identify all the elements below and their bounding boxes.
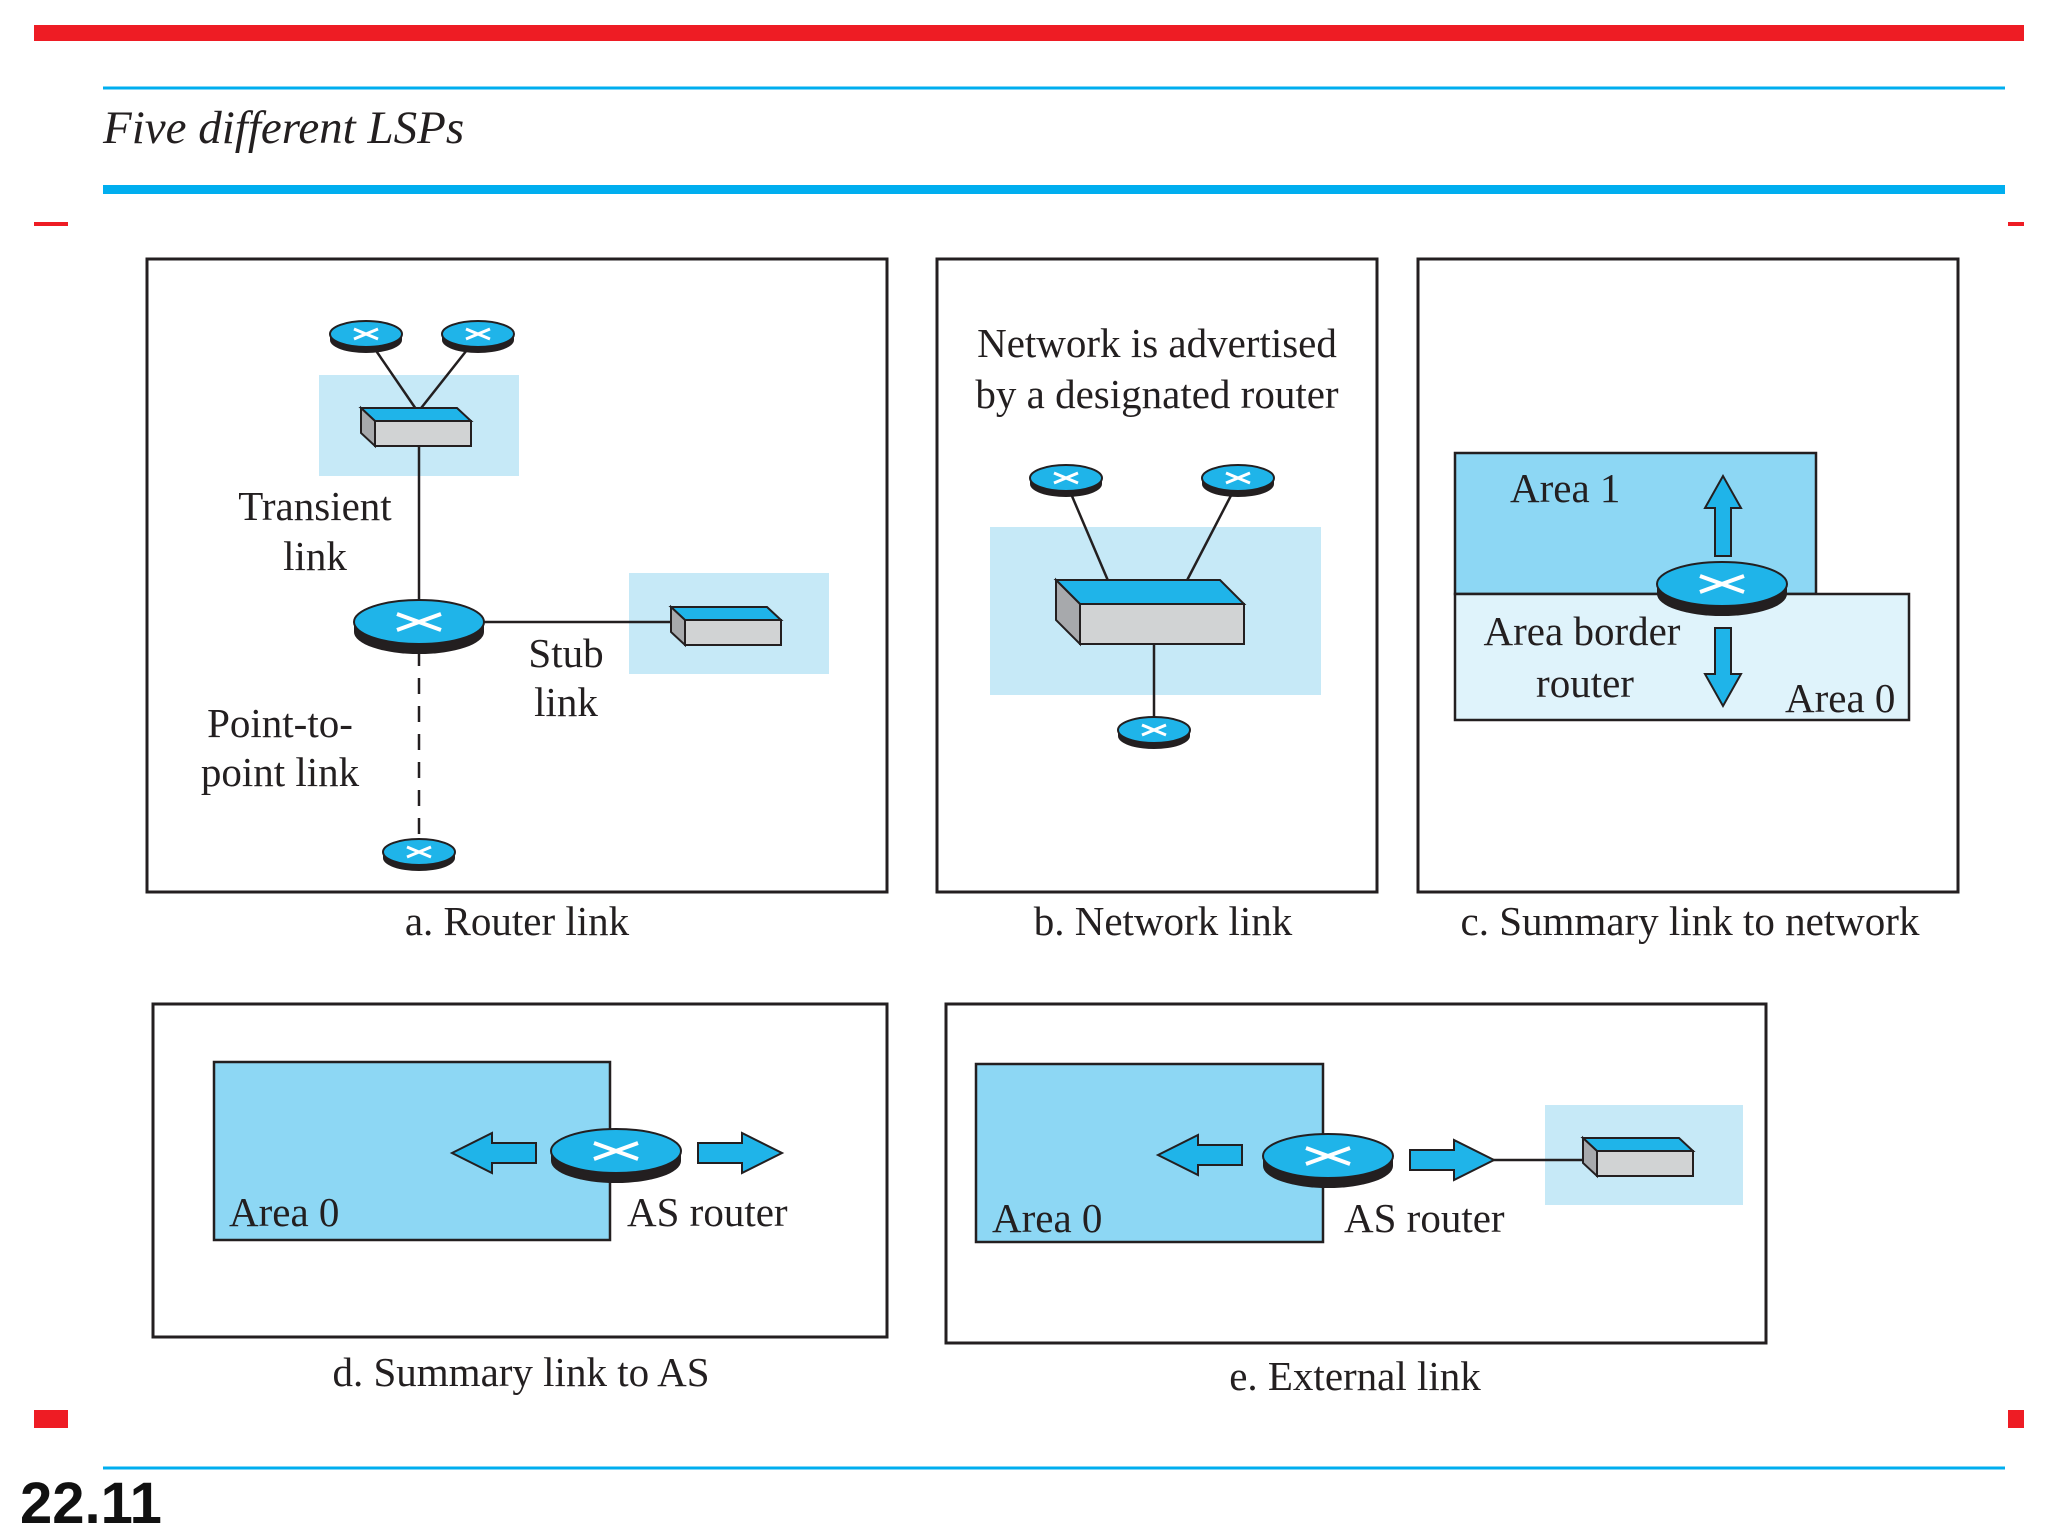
area-0-region [1453, 592, 1911, 722]
corner-mark-top-right [2008, 222, 2024, 226]
panel-router-link: Transient link Stub link Point-to- point… [145, 257, 889, 944]
up-arrow-icon [1703, 473, 1743, 557]
link-host-1 [1064, 481, 1114, 591]
as-router-label: AS router [627, 1189, 788, 1235]
panel-summary-link-as: Area 0 AS router d. Summary link to AS [151, 1002, 889, 1395]
area-0-label: Area 0 [1785, 675, 1895, 721]
stub-label: Stub [528, 630, 603, 676]
router-icon [1261, 1132, 1395, 1190]
area-border-router-label: Area border [1484, 608, 1681, 654]
panel-network-link: Network is advertised by a designated ro… [935, 257, 1379, 944]
title-rule-bottom [103, 185, 2005, 194]
area-0-region [212, 1060, 612, 1242]
panel-c-caption: c. Summary link to network [1461, 898, 1920, 944]
panel-summary-link-network: Area 1 Area border router Area 0 c. Summ… [1416, 257, 1960, 944]
left-arrow-icon [449, 1131, 537, 1175]
network-advertised-text: Network is advertised [977, 320, 1337, 366]
area-0-label: Area 0 [992, 1195, 1102, 1241]
right-arrow-icon [1409, 1138, 1497, 1182]
link-host-2 [1180, 481, 1240, 591]
corner-mark-top-left [34, 222, 68, 226]
host-icon [328, 319, 404, 355]
host-icon [1028, 463, 1104, 499]
top-red-bar [34, 25, 2024, 41]
corner-mark-bottom-left [34, 1410, 68, 1428]
network-advertised-text: by a designated router [975, 371, 1339, 417]
transient-label: link [283, 533, 347, 579]
host-icon [381, 837, 457, 873]
corner-mark-bottom-right [2008, 1410, 2024, 1428]
page-number: 22.11 [20, 1471, 162, 1536]
panel-e-frame [944, 1002, 1768, 1345]
slide-title: Five different LSPs [102, 102, 464, 154]
router-icon [549, 1127, 683, 1185]
router-icon [352, 598, 486, 656]
down-arrow-icon [1703, 627, 1743, 709]
host-icon [440, 319, 516, 355]
panel-b-caption: b. Network link [1034, 898, 1293, 944]
panel-c-frame [1416, 257, 1960, 894]
stub-label: link [534, 679, 598, 725]
host-icon [1116, 715, 1192, 751]
panel-e-caption: e. External link [1229, 1353, 1481, 1399]
area-border-router-label: router [1536, 660, 1634, 706]
panel-external-link: Area 0 AS router e. External link [944, 1002, 1768, 1399]
panel-a-caption: a. Router link [405, 898, 630, 944]
host-icon [1200, 463, 1276, 499]
panel-a-frame [145, 257, 889, 894]
panel-d-frame [151, 1002, 889, 1339]
area-0-label: Area 0 [229, 1189, 339, 1235]
area-1-label: Area 1 [1510, 465, 1620, 511]
transient-label: Transient [238, 483, 392, 529]
right-arrow-icon [697, 1131, 785, 1175]
point-to-point-label: Point-to- [207, 700, 353, 746]
left-arrow-icon [1155, 1133, 1243, 1177]
switch-icon [358, 405, 474, 449]
panel-b-frame [935, 257, 1379, 894]
point-to-point-label: point link [201, 749, 360, 795]
switch-icon [1580, 1135, 1696, 1179]
switch-icon [668, 604, 784, 648]
as-router-label: AS router [1344, 1195, 1505, 1241]
panel-d-caption: d. Summary link to AS [332, 1349, 709, 1395]
switch-icon [1053, 577, 1247, 647]
